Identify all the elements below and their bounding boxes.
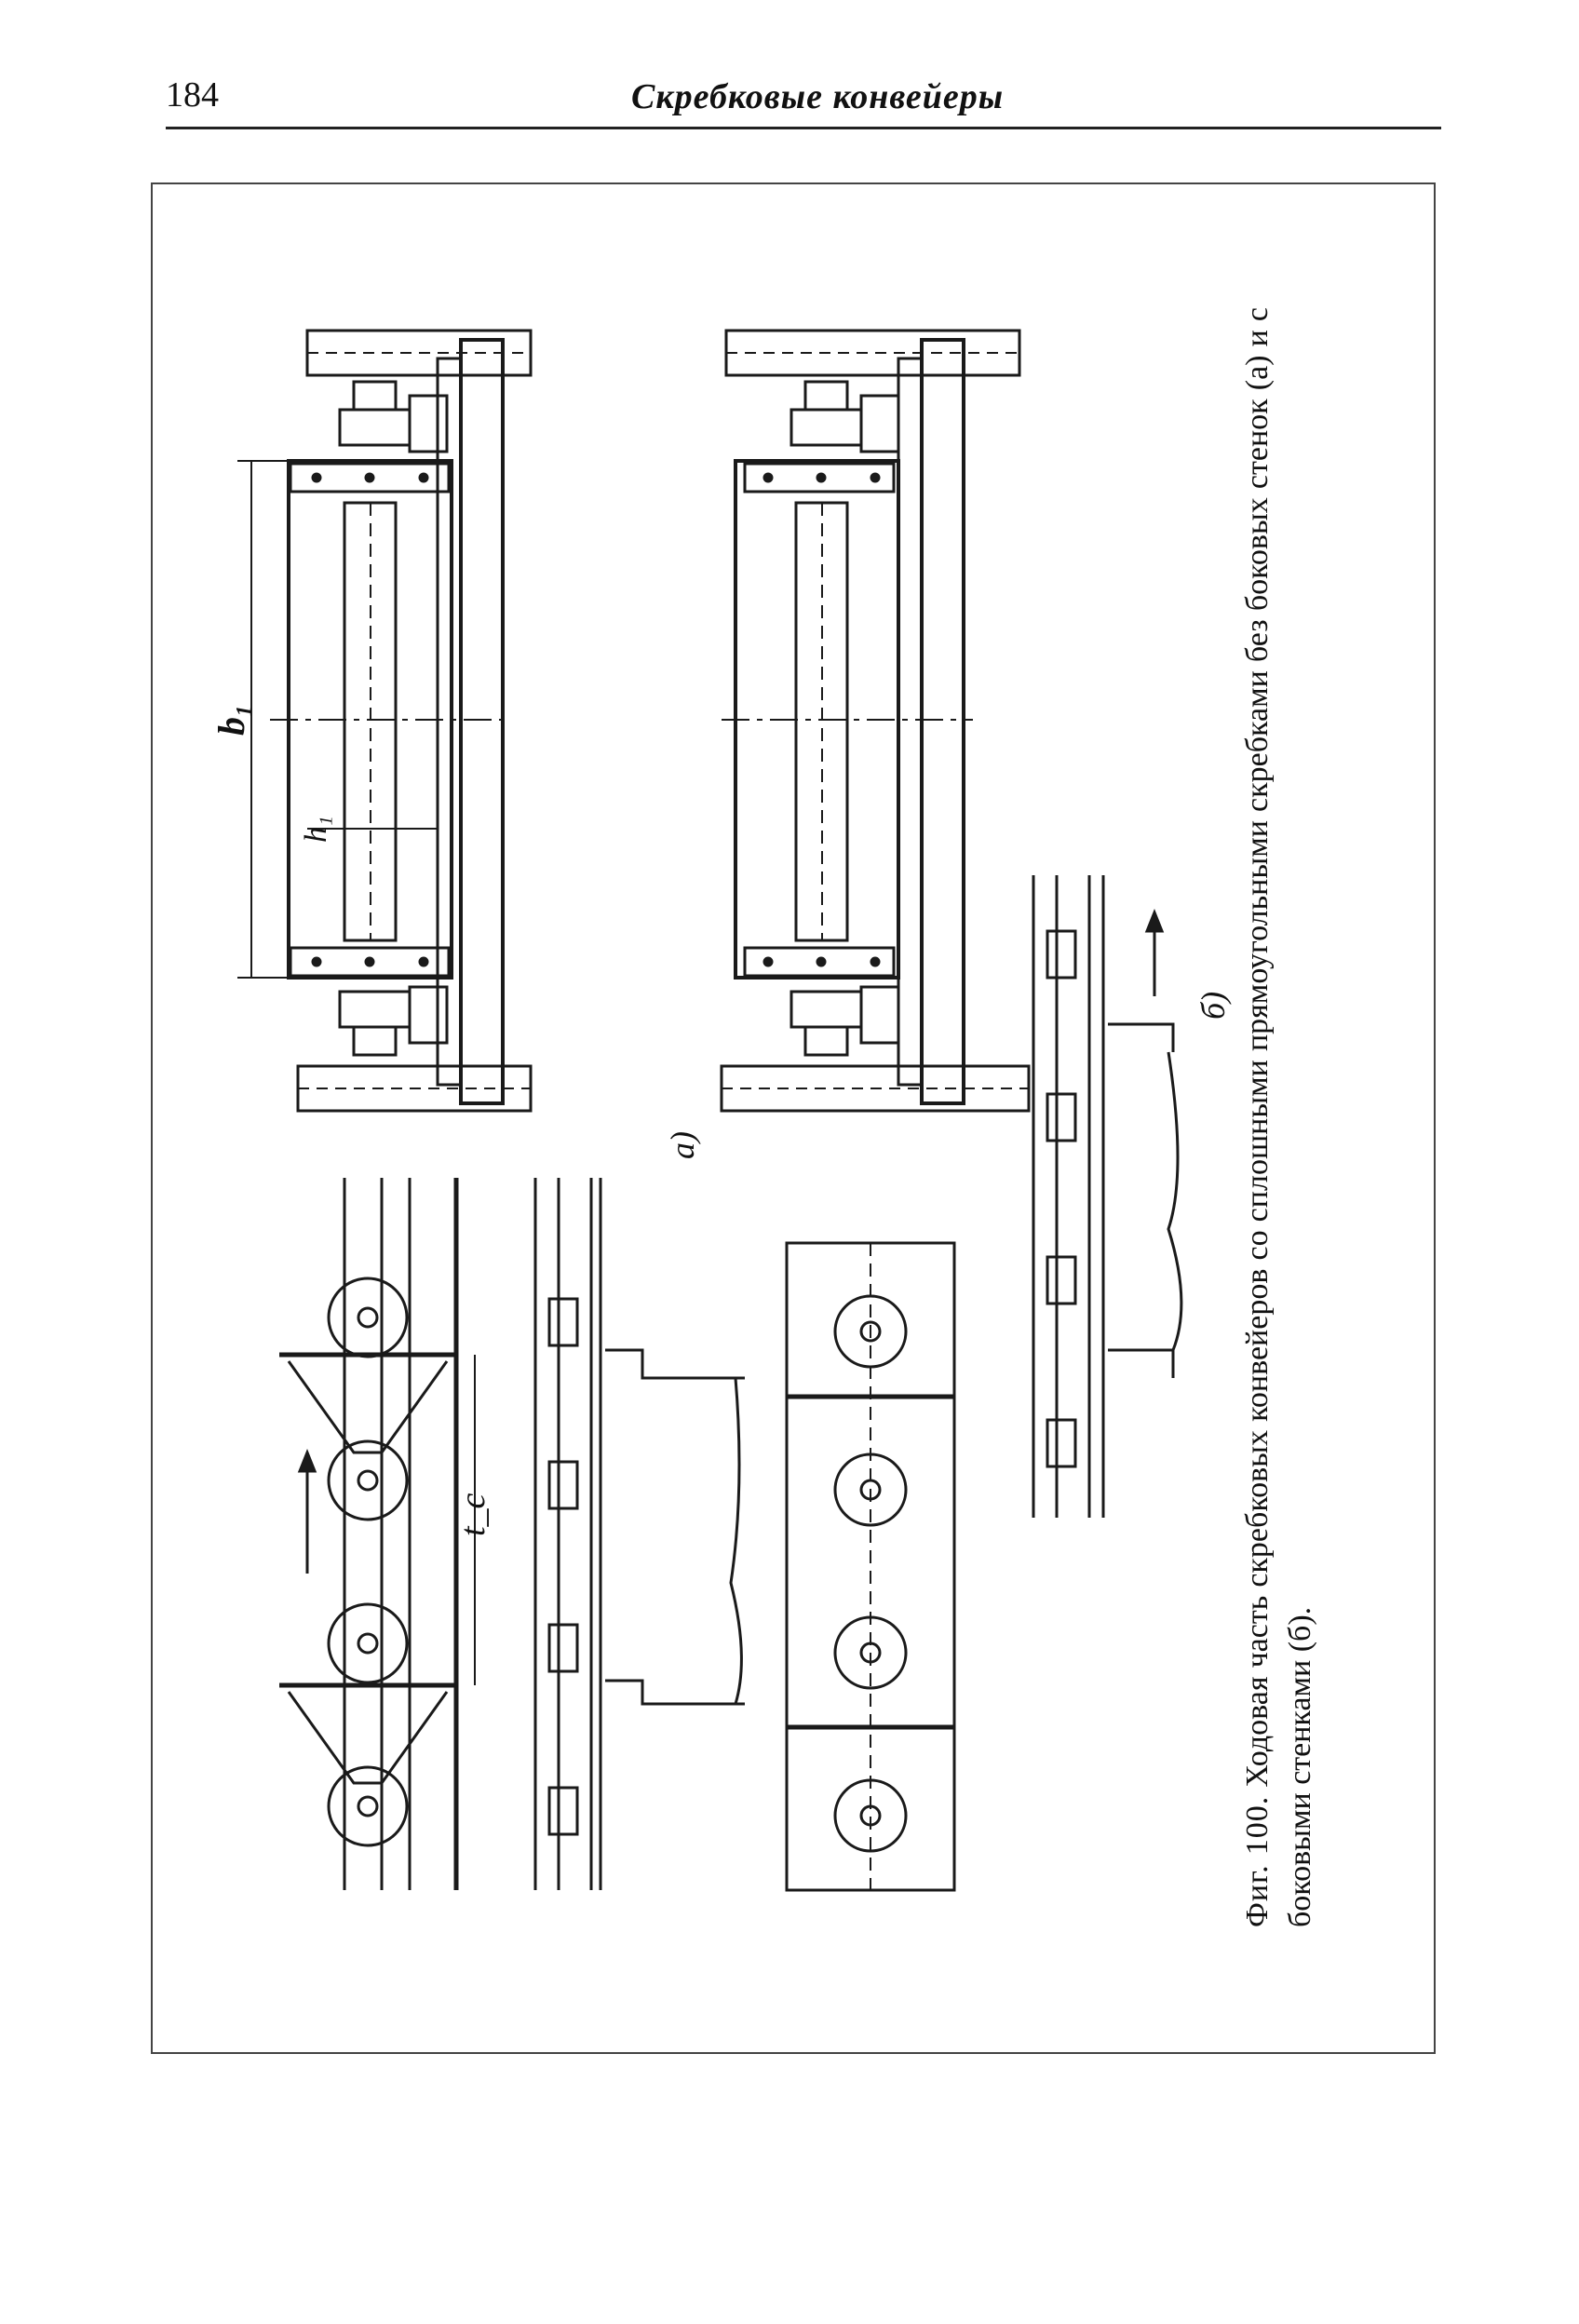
figure-caption: Фиг. 100. Ходовая часть скребковых конве… xyxy=(1236,307,1322,1927)
figure-caption-text: Ходовая часть скребковых конвейеров со с… xyxy=(1240,306,1317,1927)
dim-tc-label: t_c xyxy=(453,1493,493,1536)
section-b-chain-plan xyxy=(785,1241,956,1892)
running-title: Скребковые конвейеры xyxy=(631,77,1005,116)
dim-b1-label: b₁ xyxy=(210,704,252,736)
section-b-cross-view xyxy=(720,329,1031,1113)
page-number: 184 xyxy=(166,75,219,115)
section-b-chain-side xyxy=(1032,875,1183,1518)
figure-label-a: а) xyxy=(664,1131,701,1159)
header-rule xyxy=(166,127,1441,129)
dim-h1-label: h₁ xyxy=(299,816,333,843)
figure-caption-label: Фиг. 100. xyxy=(1240,1795,1275,1927)
figure-frame xyxy=(151,182,1436,2054)
figure-label-b: б) xyxy=(1194,992,1232,1020)
section-a-chain-plan xyxy=(279,1178,476,1890)
section-a-cross-view xyxy=(237,329,533,1113)
section-a-chain-side xyxy=(533,1178,745,1890)
page-header: 184 Скребковые конвейеры xyxy=(166,73,1441,127)
